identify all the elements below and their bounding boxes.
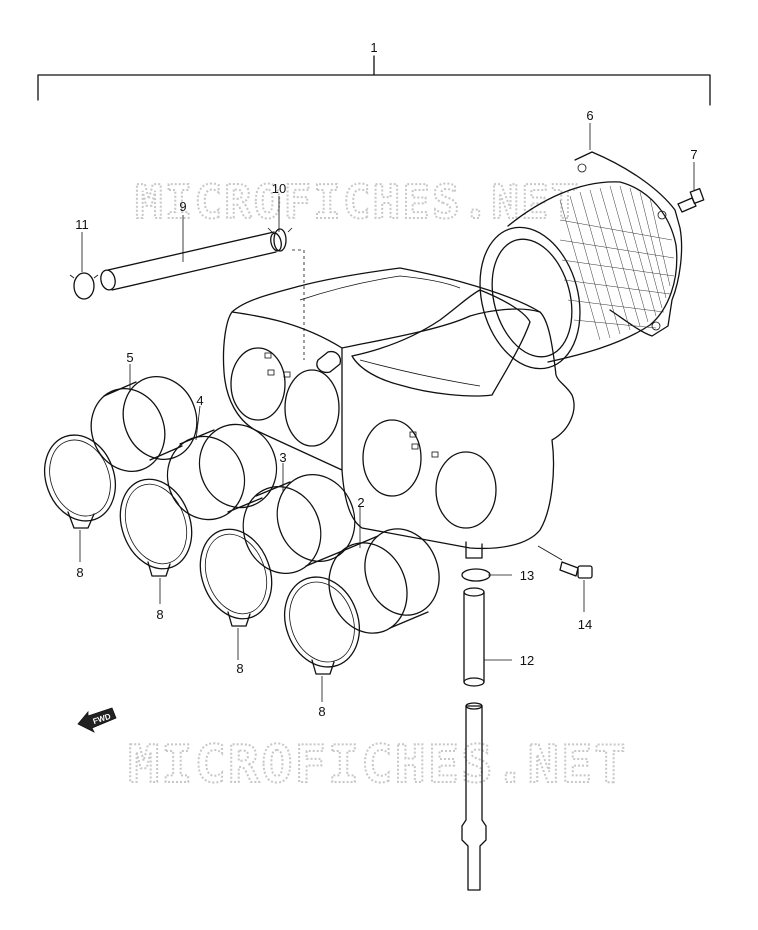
callout-11: 11 — [75, 217, 89, 232]
filter-pleats — [559, 185, 675, 341]
air-cleaner-housing — [222, 267, 575, 559]
callout-8a: 8 — [76, 565, 83, 580]
callout-10: 10 — [272, 181, 286, 196]
callout-1: 1 — [370, 40, 377, 55]
intake-boot-5 — [90, 376, 198, 472]
callout-8c: 8 — [236, 661, 243, 676]
callout-4: 4 — [196, 393, 203, 408]
hose-clamp-11 — [69, 272, 99, 300]
callout-7: 7 — [690, 147, 697, 162]
callouts: 1 2 3 4 5 6 7 8 8 8 8 9 10 11 12 13 14 — [75, 40, 697, 719]
drain-plug — [461, 702, 487, 891]
screw-7 — [677, 188, 705, 213]
boot-clamp-8a — [44, 434, 116, 529]
air-filter-element — [479, 151, 683, 370]
boot-clamp-8d — [284, 576, 360, 675]
breather-hose — [100, 231, 282, 291]
watermark-top: MICROFICHES.NET — [135, 175, 580, 229]
boot-clamp-8c — [199, 528, 273, 627]
assembly-bracket — [37, 55, 711, 106]
callout-13: 13 — [520, 568, 534, 583]
callout-6: 6 — [586, 108, 593, 123]
callout-2: 2 — [357, 495, 364, 510]
intake-boot-4 — [166, 423, 278, 521]
callout-5: 5 — [126, 350, 133, 365]
watermark-bottom: MICROFICHES.NET — [128, 735, 628, 795]
hose-clamp-10 — [267, 227, 293, 252]
leader-lines — [79, 123, 695, 702]
drain-hose-12 — [463, 587, 485, 687]
fwd-arrow-icon: FWD — [77, 707, 117, 733]
callout-8d: 8 — [318, 704, 325, 719]
callout-8b: 8 — [156, 607, 163, 622]
callout-9: 9 — [179, 199, 186, 214]
callout-14: 14 — [578, 617, 592, 632]
callout-12: 12 — [520, 653, 534, 668]
intake-boot-2 — [328, 528, 440, 634]
boot-clamp-8b — [119, 478, 193, 577]
drain-clip-13 — [461, 568, 491, 582]
intake-boot-3 — [242, 474, 356, 574]
bolt-14 — [559, 561, 593, 579]
callout-3: 3 — [279, 450, 286, 465]
